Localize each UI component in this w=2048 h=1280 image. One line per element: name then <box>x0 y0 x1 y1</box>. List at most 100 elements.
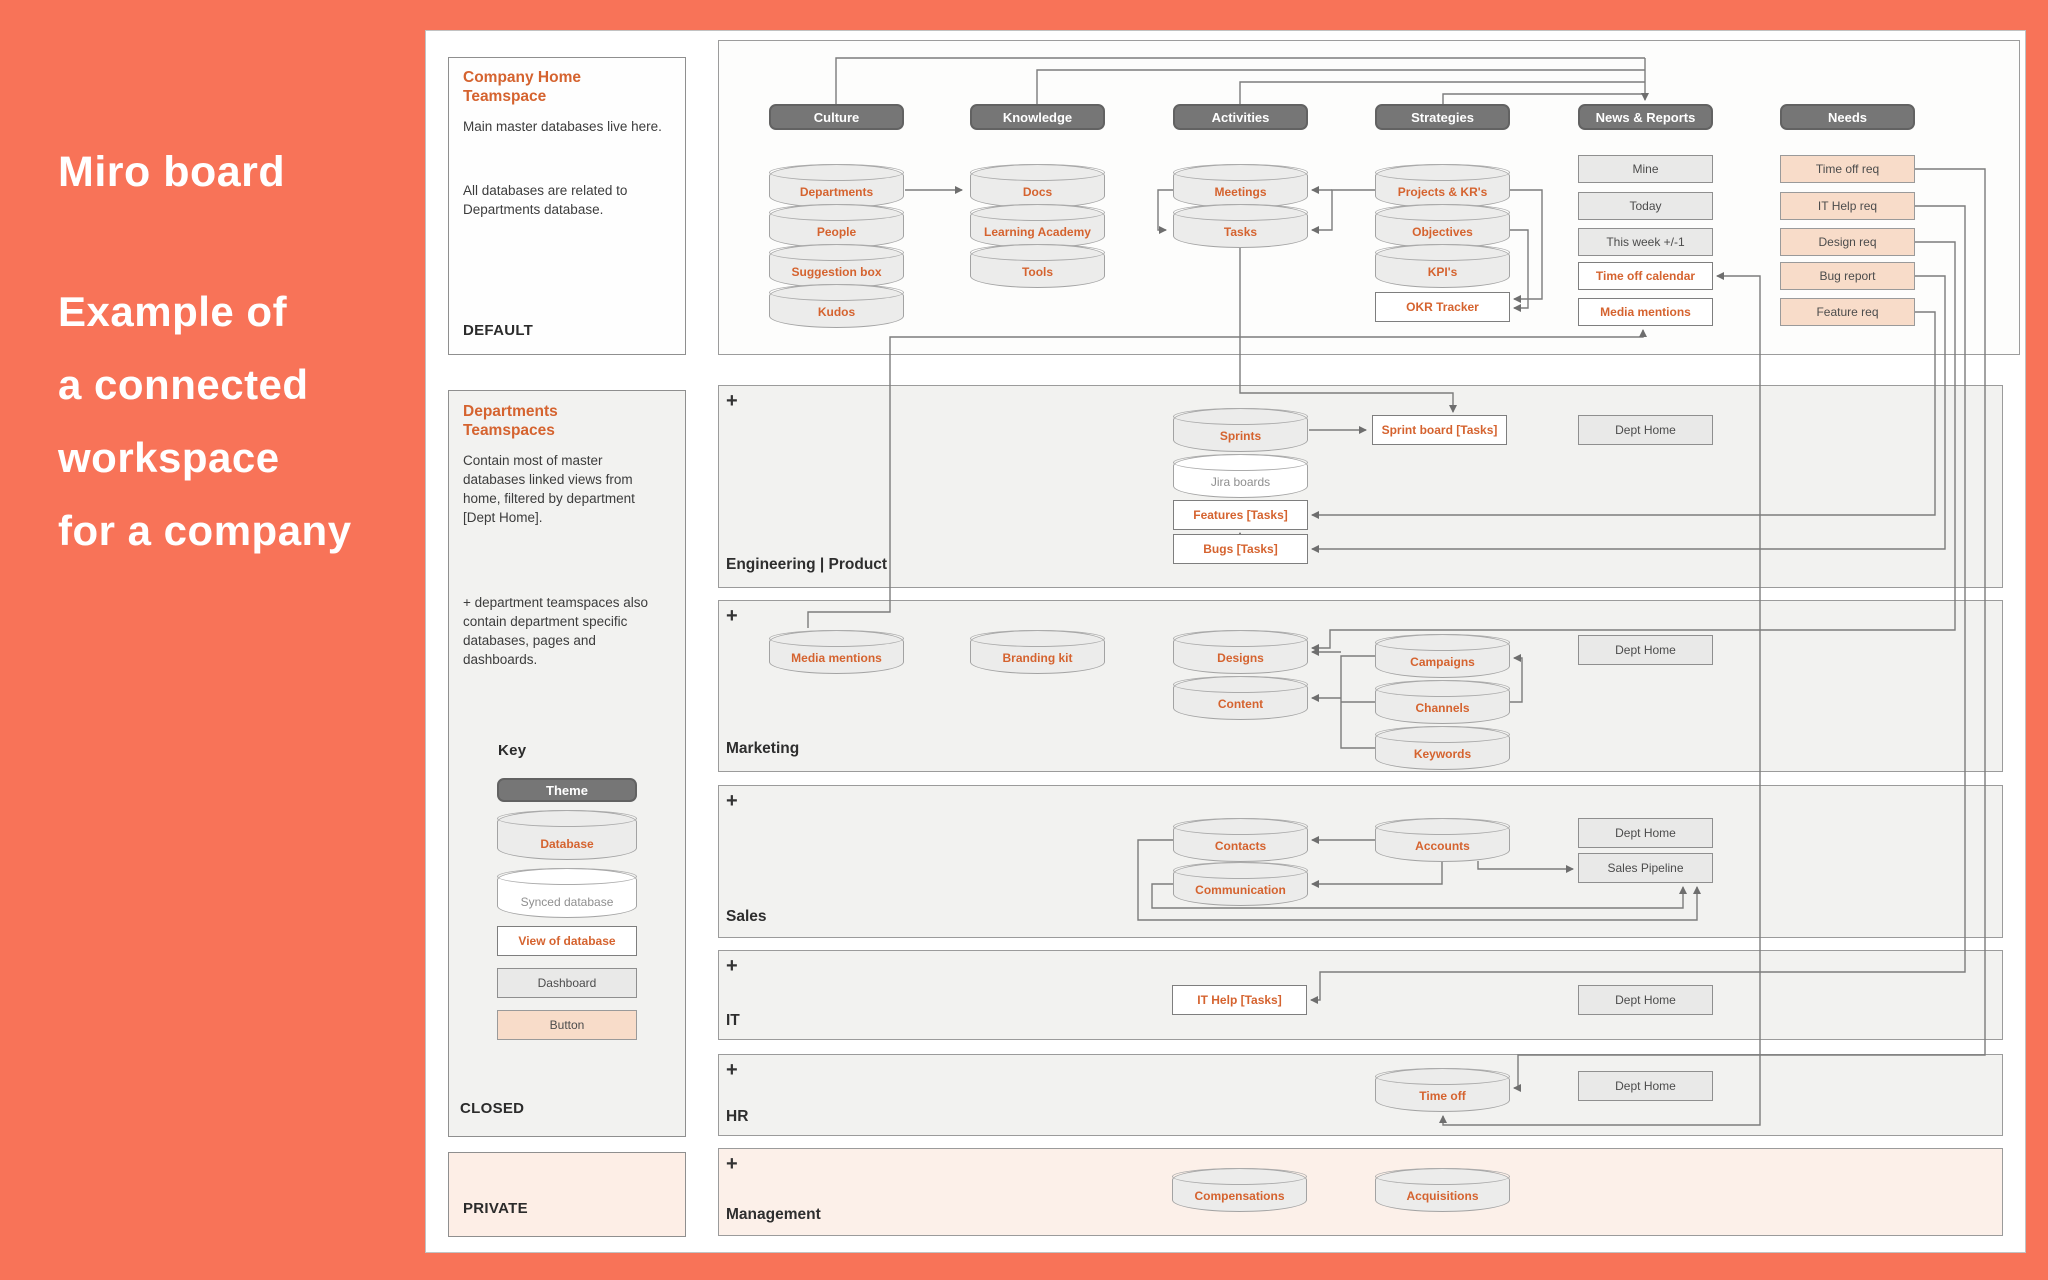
db-media-mentions[interactable]: Media mentions <box>769 630 904 674</box>
db-label: Content <box>1217 697 1264 711</box>
db-tools[interactable]: Tools <box>970 244 1105 288</box>
hero-subtitle-line: Example of <box>58 288 288 335</box>
add-icon[interactable]: + <box>726 390 738 412</box>
dashboard-this-week[interactable]: This week +/-1 <box>1578 228 1713 256</box>
add-icon[interactable]: + <box>726 790 738 812</box>
db-label: Meetings <box>1214 185 1267 199</box>
db-keywords[interactable]: Keywords <box>1375 726 1510 770</box>
db-acquisitions[interactable]: Acquisitions <box>1375 1168 1510 1212</box>
panel-company-home-body2: All databases are related to Departments… <box>463 183 628 217</box>
section-it[interactable] <box>718 950 2003 1040</box>
section-management[interactable] <box>718 1148 2003 1236</box>
dashboard-dept-home-hr[interactable]: Dept Home <box>1578 1071 1713 1101</box>
theme-header-news-reports[interactable]: News & Reports <box>1578 104 1713 130</box>
view-time-off-calendar[interactable]: Time off calendar <box>1578 262 1713 290</box>
key-theme-sample[interactable]: Theme <box>497 778 637 802</box>
key-dashboard-sample[interactable]: Dashboard <box>497 968 637 998</box>
panel-company-home-teamspace[interactable] <box>448 57 686 355</box>
db-meetings[interactable]: Meetings <box>1173 164 1308 208</box>
dashboard-today[interactable]: Today <box>1578 192 1713 220</box>
view-features-tasks[interactable]: Features [Tasks] <box>1173 500 1308 530</box>
button-it-help-req[interactable]: IT Help req <box>1780 192 1915 220</box>
db-sprints[interactable]: Sprints <box>1173 408 1308 452</box>
db-accounts[interactable]: Accounts <box>1375 818 1510 862</box>
db-label: Objectives <box>1412 225 1473 239</box>
button-feature-req[interactable]: Feature req <box>1780 298 1915 326</box>
panel-company-home-title: Company Home Teamspace <box>463 69 581 106</box>
db-learning-academy[interactable]: Learning Academy <box>970 204 1105 248</box>
db-communication[interactable]: Communication <box>1173 862 1308 906</box>
dashboard-label: Dept Home <box>1615 993 1676 1007</box>
db-label: Suggestion box <box>791 265 882 279</box>
dashboard-dept-home-engineering[interactable]: Dept Home <box>1578 415 1713 445</box>
badge-private: PRIVATE <box>463 1200 528 1217</box>
db-docs[interactable]: Docs <box>970 164 1105 208</box>
dashboard-dept-home-sales[interactable]: Dept Home <box>1578 818 1713 848</box>
key-synced-database-sample[interactable]: Synced database <box>497 868 637 918</box>
db-tasks[interactable]: Tasks <box>1173 204 1308 248</box>
view-media-mentions[interactable]: Media mentions <box>1578 298 1713 326</box>
dashboard-dept-home-marketing[interactable]: Dept Home <box>1578 635 1713 665</box>
theme-header-knowledge[interactable]: Knowledge <box>970 104 1105 130</box>
add-icon[interactable]: + <box>726 1059 738 1081</box>
db-kpis[interactable]: KPI's <box>1375 244 1510 288</box>
button-bug-report[interactable]: Bug report <box>1780 262 1915 290</box>
db-people[interactable]: People <box>769 204 904 248</box>
db-kudos[interactable]: Kudos <box>769 284 904 328</box>
panel-private[interactable] <box>448 1152 686 1237</box>
section-sales[interactable] <box>718 785 2003 938</box>
theme-header-activities[interactable]: Activities <box>1173 104 1308 130</box>
button-label: IT Help req <box>1817 199 1878 213</box>
view-bugs-tasks[interactable]: Bugs [Tasks] <box>1173 534 1308 564</box>
key-view-of-database-sample[interactable]: View of database <box>497 926 637 956</box>
panel-company-home-body1: Main master databases live here. <box>463 119 662 134</box>
view-it-help-tasks[interactable]: IT Help [Tasks] <box>1172 985 1307 1015</box>
db-channels[interactable]: Channels <box>1375 680 1510 724</box>
section-engineering-product[interactable] <box>718 385 2003 588</box>
db-projects-krs[interactable]: Projects & KR's <box>1375 164 1510 208</box>
db-contacts[interactable]: Contacts <box>1173 818 1308 862</box>
theme-header-strategies[interactable]: Strategies <box>1375 104 1510 130</box>
add-icon[interactable]: + <box>726 605 738 627</box>
theme-header-label: Strategies <box>1411 109 1474 125</box>
db-objectives[interactable]: Objectives <box>1375 204 1510 248</box>
db-jira-boards-synced[interactable]: Jira boards <box>1173 454 1308 498</box>
row-label-sales: Sales <box>726 908 767 925</box>
panel-departments-body1: Contain most of master databases linked … <box>463 453 635 525</box>
db-compensations[interactable]: Compensations <box>1172 1168 1307 1212</box>
db-label: Sprints <box>1219 429 1262 443</box>
view-sprint-board-tasks[interactable]: Sprint board [Tasks] <box>1372 415 1507 445</box>
panel-departments-teamspaces[interactable] <box>448 390 686 1137</box>
dashboard-sales-pipeline[interactable]: Sales Pipeline <box>1578 853 1713 883</box>
dashboard-label: Dept Home <box>1615 643 1676 657</box>
button-label: Time off req <box>1815 162 1880 176</box>
view-okr-tracker[interactable]: OKR Tracker <box>1375 292 1510 322</box>
db-label: Jira boards <box>1210 475 1271 489</box>
button-time-off-req[interactable]: Time off req <box>1780 155 1915 183</box>
db-departments[interactable]: Departments <box>769 164 904 208</box>
db-label: Kudos <box>817 305 856 319</box>
theme-header-culture[interactable]: Culture <box>769 104 904 130</box>
add-icon[interactable]: + <box>726 1153 738 1175</box>
add-icon[interactable]: + <box>726 955 738 977</box>
theme-header-needs[interactable]: Needs <box>1780 104 1915 130</box>
db-content[interactable]: Content <box>1173 676 1308 720</box>
db-campaigns[interactable]: Campaigns <box>1375 634 1510 678</box>
section-marketing[interactable] <box>718 600 2003 772</box>
button-design-req[interactable]: Design req <box>1780 228 1915 256</box>
key-database-sample[interactable]: Database <box>497 810 637 860</box>
dashboard-dept-home-it[interactable]: Dept Home <box>1578 985 1713 1015</box>
db-branding-kit[interactable]: Branding kit <box>970 630 1105 674</box>
db-suggestion-box[interactable]: Suggestion box <box>769 244 904 288</box>
view-label: Sprint board [Tasks] <box>1381 423 1498 437</box>
dashboard-label: Dept Home <box>1615 423 1676 437</box>
db-designs[interactable]: Designs <box>1173 630 1308 674</box>
dashboard-label: Dept Home <box>1615 826 1676 840</box>
key-button-sample[interactable]: Button <box>497 1010 637 1040</box>
dashboard-mine[interactable]: Mine <box>1578 155 1713 183</box>
db-time-off[interactable]: Time off <box>1375 1068 1510 1112</box>
section-hr[interactable] <box>718 1054 2003 1136</box>
dashboard-label: Mine <box>1632 162 1659 176</box>
row-label-engineering-product: Engineering | Product <box>726 556 888 573</box>
